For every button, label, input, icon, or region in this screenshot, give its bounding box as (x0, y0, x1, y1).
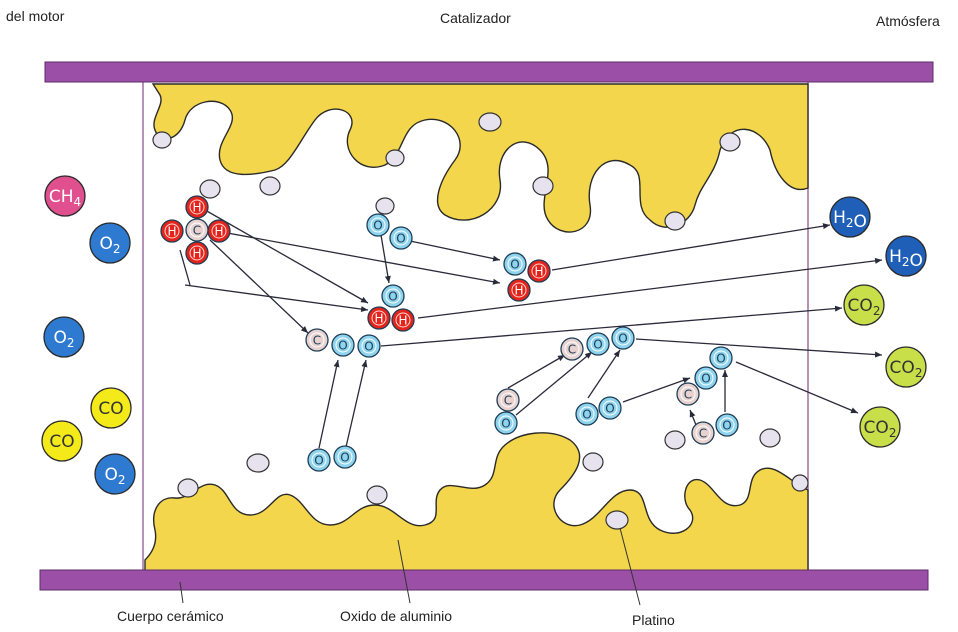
inlet-molecule-o2: O2 (90, 223, 130, 263)
atom-letter: H (374, 312, 383, 326)
atom-letter: O (722, 419, 731, 433)
carbon-atom: C (677, 383, 699, 405)
atom-letter: O (340, 451, 349, 465)
inlet-molecule-o2: O2 (44, 317, 84, 357)
outlet-molecule-co2: CO2 (860, 407, 900, 447)
atom-letter: O (364, 340, 373, 354)
atom-letter: O (582, 408, 591, 422)
outlet-molecule-co2: CO2 (886, 347, 926, 387)
oxygen-atom: O (367, 214, 389, 236)
platinum-particle (178, 479, 198, 497)
oxygen-atom: O (576, 403, 598, 425)
oxygen-atom: O (710, 347, 732, 369)
atom-letter: O (701, 372, 710, 386)
oxygen-atom: O (495, 412, 517, 434)
platinum-particle (153, 132, 171, 148)
tube-wall-top (45, 62, 933, 82)
hydrogen-atom: H (208, 220, 230, 242)
hydrogen-atom: H (186, 196, 208, 218)
oxygen-atom: O (599, 397, 621, 419)
inlet-molecule-co: CO (42, 421, 82, 461)
platinum-particle (200, 180, 220, 198)
atom-letter: O (593, 338, 602, 352)
oxygen-atom: O (612, 327, 634, 349)
hydrogen-atom: H (161, 220, 183, 242)
hydrogen-atom: H (186, 242, 208, 264)
carbon-atom: C (497, 389, 519, 411)
outlet-molecule-h2o: H2O (830, 197, 870, 237)
platinum-particle (606, 511, 628, 529)
atom-letter: O (510, 258, 519, 272)
atom-letter: H (167, 225, 176, 239)
platinum-particle (665, 431, 685, 449)
outlet-molecule-h2o: H2O (886, 236, 926, 276)
atom-letter: H (192, 247, 201, 261)
oxygen-atom: O (334, 446, 356, 468)
atom-letter: H (514, 284, 523, 298)
carbon-atom: C (561, 338, 583, 360)
atom-letter: H (398, 314, 407, 328)
hydrogen-atom: H (392, 309, 414, 331)
atom-letter: O (716, 352, 725, 366)
platinum-particle (247, 454, 269, 472)
inlet-molecule-co: CO (91, 388, 131, 428)
platinum-particle (720, 133, 740, 151)
molecule-formula: CO (49, 432, 74, 452)
atom-letter: C (504, 394, 512, 408)
atom-letter: O (396, 232, 405, 246)
hydrogen-atom: H (508, 279, 530, 301)
hydrogen-atom: H (528, 260, 550, 282)
oxygen-atom: O (358, 335, 380, 357)
tube-wall-bottom (40, 570, 928, 590)
carbon-atom: C (692, 422, 714, 444)
platinum-particle (760, 429, 780, 447)
atom-letter: O (618, 332, 627, 346)
atom-letter: C (699, 427, 707, 441)
carbon-atom: C (186, 219, 208, 241)
atom-letter: H (534, 265, 543, 279)
outlet-molecule-co2: CO2 (844, 285, 884, 325)
platinum-particle (479, 113, 501, 131)
atom-letter: O (388, 290, 397, 304)
atom-letter: O (314, 454, 323, 468)
platinum-particle (386, 150, 404, 166)
platinum-particle (260, 177, 280, 195)
platinum-particle (665, 212, 685, 230)
platinum-particle (533, 177, 553, 195)
atom-letter: O (605, 402, 614, 416)
atom-letter: C (684, 388, 692, 402)
platinum-particle (792, 475, 808, 491)
atom-letter: H (214, 225, 223, 239)
hydrogen-atom: H (368, 307, 390, 329)
oxygen-atom: O (695, 367, 717, 389)
atom-letter: O (373, 219, 382, 233)
oxygen-atom: O (504, 253, 526, 275)
oxygen-atom: O (308, 449, 330, 471)
atom-letter: C (313, 334, 321, 348)
carbon-atom: C (306, 329, 328, 351)
oxygen-atom: O (382, 285, 404, 307)
oxygen-atom: O (587, 333, 609, 355)
oxygen-atom: O (716, 414, 738, 436)
platinum-particle (583, 453, 603, 471)
atom-letter: O (501, 417, 510, 431)
atom-letter: O (338, 339, 347, 353)
molecule-formula: CO (98, 399, 123, 419)
atom-letter: C (193, 224, 201, 238)
inlet-molecule-o2: O2 (95, 454, 135, 494)
atom-letter: C (568, 343, 576, 357)
inlet-molecule-ch4: CH4 (45, 176, 85, 216)
oxygen-atom: O (332, 334, 354, 356)
platinum-particle (376, 198, 394, 214)
atom-letter: H (192, 201, 201, 215)
platinum-particle (367, 486, 387, 504)
oxygen-atom: O (390, 227, 412, 249)
